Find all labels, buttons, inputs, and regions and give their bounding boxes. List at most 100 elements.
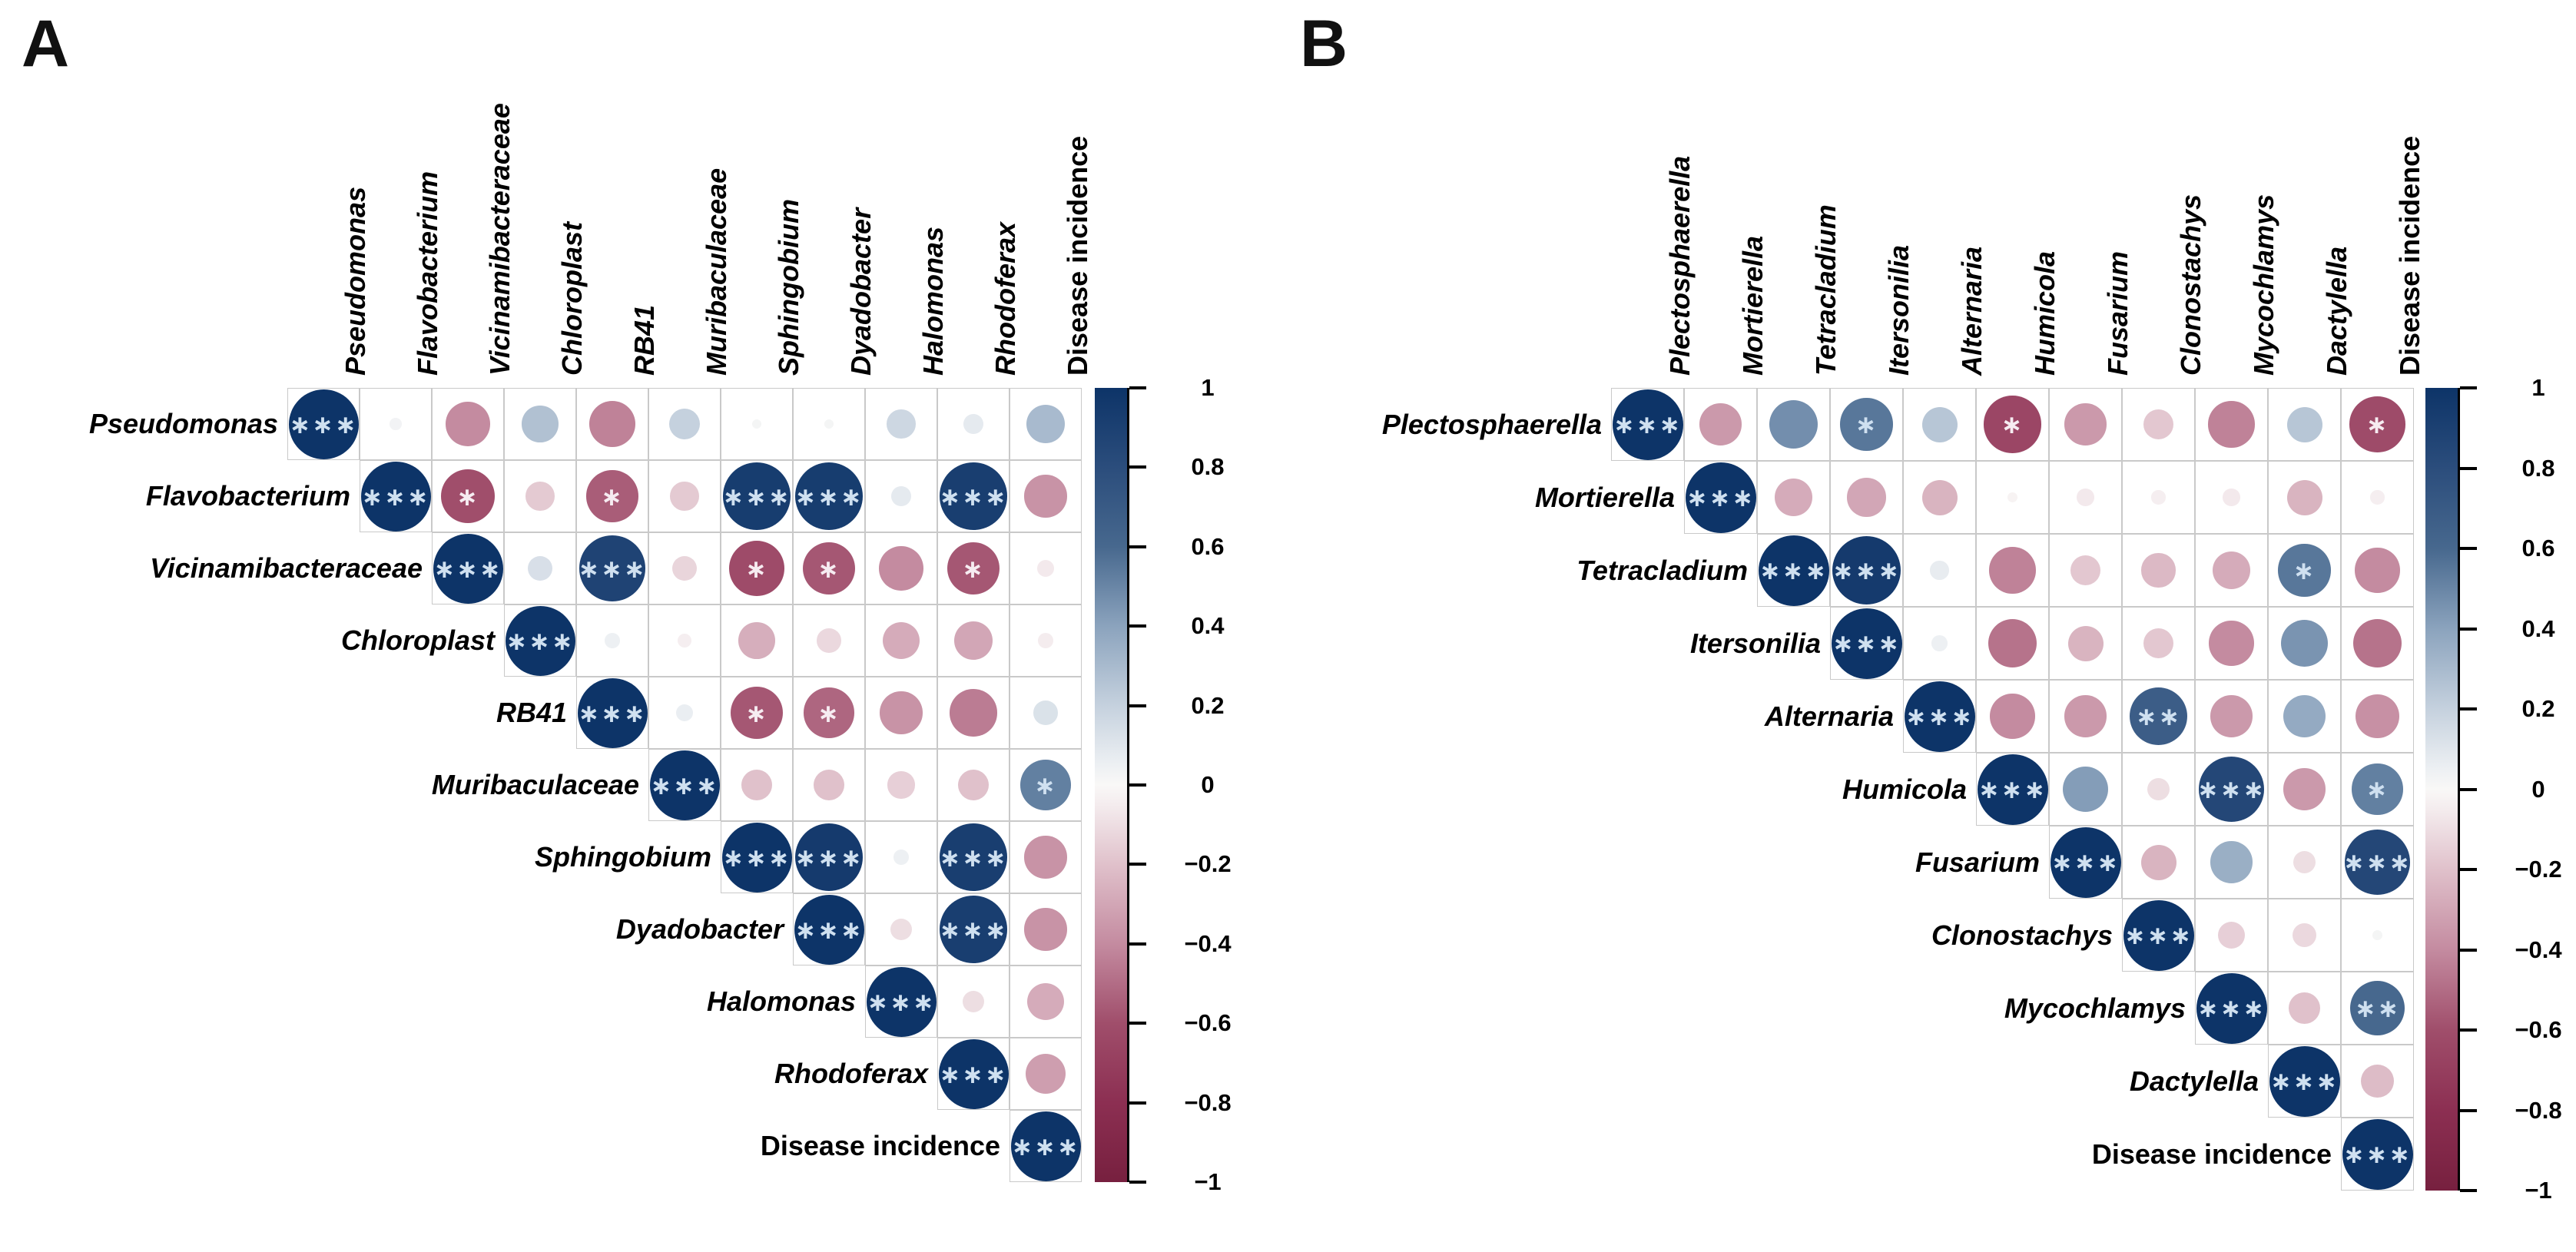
colorbar-tick xyxy=(1129,386,1146,389)
row-label: Alternaria xyxy=(1764,701,1894,732)
matrix-cell: ∗∗∗ xyxy=(937,460,1010,532)
significance-stars: ∗∗∗ xyxy=(2197,774,2266,804)
matrix-cell: ∗∗∗ xyxy=(937,893,1010,965)
row-label: Itersonilia xyxy=(1689,628,1821,659)
column-label: Tetracladium xyxy=(1809,204,1842,376)
significance-stars: ∗∗∗ xyxy=(289,409,358,439)
colorbar-tick-label: 0 xyxy=(2531,775,2545,803)
significance-stars: ∗∗∗ xyxy=(1759,555,1828,585)
significance-stars: ∗∗∗ xyxy=(506,625,575,656)
matrix-cell xyxy=(865,388,937,460)
correlation-circle xyxy=(2143,628,2174,659)
colorbar-tick-label: −0.2 xyxy=(2515,856,2562,883)
correlation-circle xyxy=(1758,535,1829,606)
correlation-circle xyxy=(1026,982,1065,1021)
significance-stars: ∗ xyxy=(962,553,985,584)
colorbar-tick xyxy=(1129,942,1146,946)
correlation-circle xyxy=(1989,547,2036,594)
colorbar-tick xyxy=(1129,1181,1146,1184)
matrix-cell: ∗∗∗ xyxy=(2195,753,2268,826)
significance-stars: ∗∗∗ xyxy=(1011,1131,1080,1161)
correlation-circle xyxy=(1990,694,2035,739)
correlation-circle xyxy=(1984,396,2041,453)
matrix-cell xyxy=(2049,534,2122,607)
correlation-circle xyxy=(2288,992,2321,1025)
matrix-cell xyxy=(2195,680,2268,753)
row-label: Tetracladium xyxy=(1576,555,1748,586)
correlation-circle xyxy=(522,406,559,442)
column-label: Clonostachys xyxy=(2174,194,2206,376)
significance-stars: ∗∗∗ xyxy=(1832,555,1901,585)
colorbar-tick xyxy=(1129,624,1146,628)
correlation-circle xyxy=(950,689,997,737)
matrix-cell: ∗∗∗ xyxy=(1611,388,1684,461)
correlation-circle xyxy=(2292,922,2317,948)
significance-stars: ∗ xyxy=(745,553,768,584)
colorbar-tick-label: 0 xyxy=(1201,771,1215,798)
colorbar-tick-label: 0.6 xyxy=(2521,535,2555,561)
matrix-cell xyxy=(2049,388,2122,461)
matrix-cell xyxy=(504,532,576,604)
column-label: Rhodoferax xyxy=(990,221,1021,376)
colorbar-tick xyxy=(2460,547,2477,550)
correlation-circle xyxy=(751,419,762,429)
correlation-circle xyxy=(795,462,863,530)
row-label: Dyadobacter xyxy=(615,913,784,945)
correlation-circle xyxy=(1026,405,1065,443)
correlation-circle xyxy=(2141,553,2176,588)
correlation-circle xyxy=(2356,694,2399,738)
matrix-cell: ∗∗∗ xyxy=(1010,1110,1082,1182)
colorbar-tick xyxy=(1129,545,1146,548)
matrix-cell xyxy=(1010,893,1082,965)
column-label: Pseudomonas xyxy=(340,186,371,376)
matrix-cell: ∗∗ xyxy=(2341,972,2414,1045)
significance-stars: ∗∗∗ xyxy=(794,914,864,945)
matrix-cell xyxy=(2049,461,2122,534)
correlation-circle xyxy=(723,462,791,530)
correlation-circle xyxy=(2217,921,2246,949)
correlation-circle xyxy=(2143,409,2174,440)
significance-stars: ∗∗∗ xyxy=(2197,993,2266,1023)
correlation-circle xyxy=(2293,850,2316,874)
correlation-circle xyxy=(2147,777,2170,801)
correlation-circle xyxy=(1020,760,1071,810)
correlation-circle xyxy=(947,542,1000,595)
colorbar-tick xyxy=(2460,386,2477,389)
matrix-cell: ∗ xyxy=(1830,388,1903,461)
matrix-cell: ∗ xyxy=(2341,753,2414,826)
significance-stars: ∗ xyxy=(2293,555,2316,585)
correlation-circle xyxy=(938,1038,1009,1109)
correlation-circle xyxy=(802,542,856,595)
colorbar-tick xyxy=(1129,704,1146,707)
matrix-cell: ∗ xyxy=(1976,388,2049,461)
correlation-circle xyxy=(527,555,553,581)
matrix-cell: ∗∗∗ xyxy=(648,749,721,821)
correlation-circle xyxy=(940,823,1007,891)
correlation-circle xyxy=(360,461,431,532)
correlation-circle xyxy=(1988,618,2037,668)
correlation-circle xyxy=(890,918,913,941)
correlation-circle xyxy=(2370,490,2385,505)
correlation-circle xyxy=(880,691,923,734)
matrix-cell xyxy=(865,460,937,532)
colorbar-tick-label: 0.4 xyxy=(1191,612,1225,640)
correlation-circle xyxy=(2129,687,2188,746)
colorbar-tick-label: −0.4 xyxy=(1184,929,1232,957)
matrix-cell xyxy=(2268,972,2341,1045)
matrix-cell: ∗ xyxy=(793,677,865,749)
matrix-cell: ∗ xyxy=(576,460,648,532)
matrix-cell xyxy=(2122,388,2195,461)
significance-stars: ∗∗∗ xyxy=(2124,920,2193,950)
correlation-circle xyxy=(893,849,910,866)
correlation-circle xyxy=(887,771,915,799)
correlation-circle xyxy=(1024,836,1067,879)
correlation-circle xyxy=(1840,398,1893,451)
significance-stars: ∗∗∗ xyxy=(1613,409,1682,439)
panel-b-letter: B xyxy=(1300,7,1348,81)
significance-stars: ∗ xyxy=(817,553,840,584)
matrix-cell xyxy=(2122,753,2195,826)
matrix-cell xyxy=(2341,1045,2414,1118)
column-label: Halomonas xyxy=(917,226,949,376)
correlation-circle xyxy=(2283,768,2326,810)
matrix-cell xyxy=(1830,461,1903,534)
